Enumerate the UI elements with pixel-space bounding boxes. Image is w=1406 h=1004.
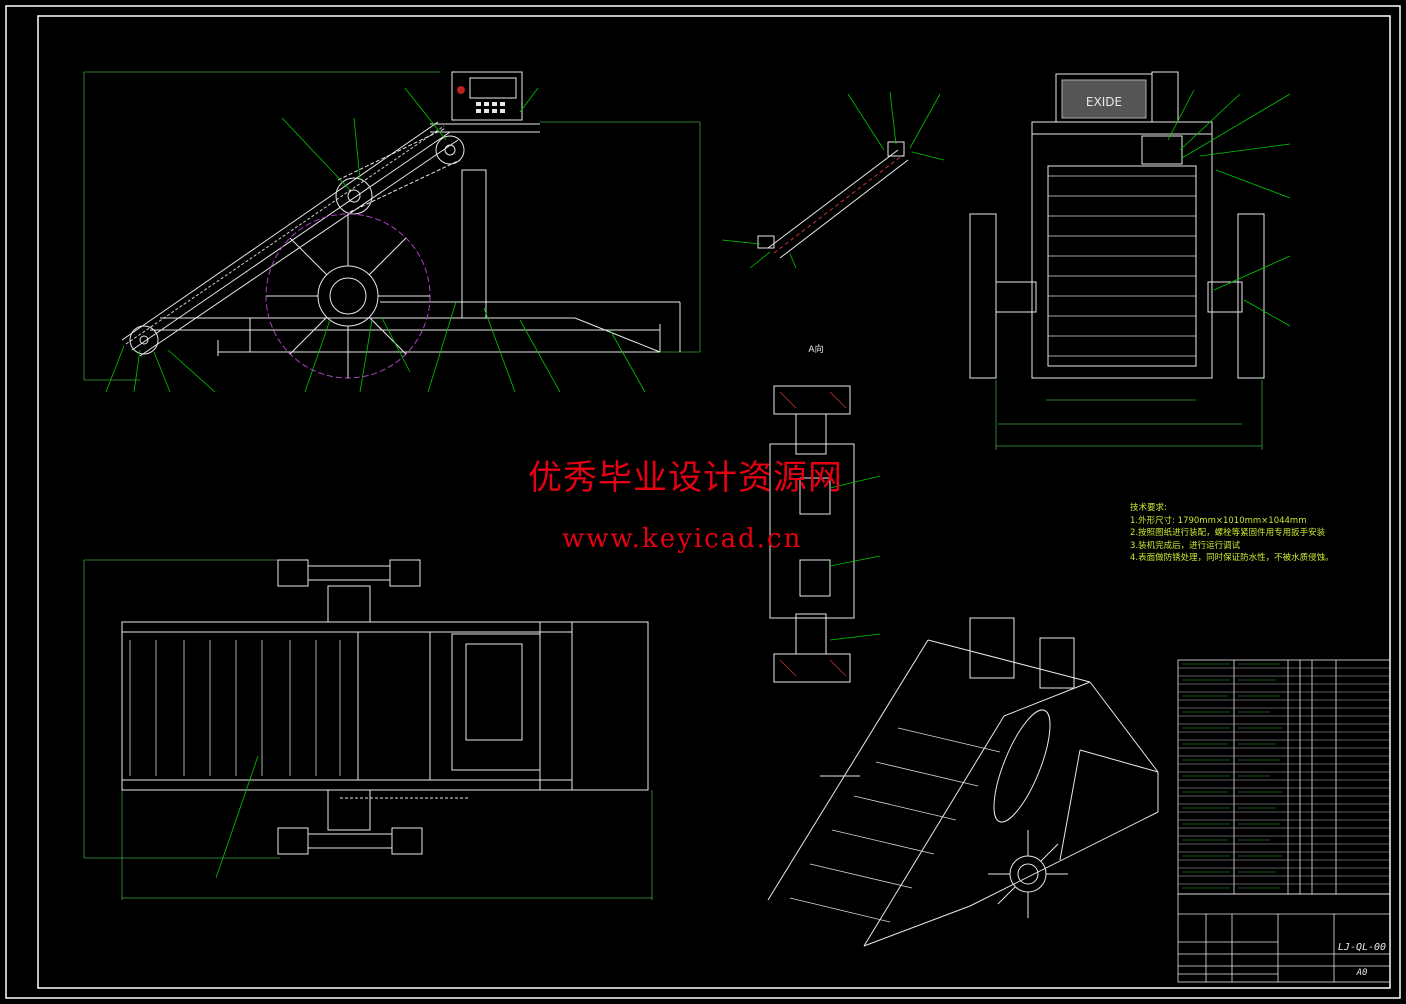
- technical-requirement-item: 2.按照图纸进行装配，螺栓等紧固件用专用扳手安装: [1130, 528, 1326, 538]
- title-block: LJ-QL-00 A0: [1177, 893, 1391, 983]
- parts-list-table: [1177, 659, 1391, 895]
- technical-requirement-item: 1.外形尺寸: 1790mm×1010mm×1044mm: [1130, 515, 1307, 526]
- conveyor-section-view: [721, 91, 945, 269]
- watermark-site-name: 优秀毕业设计资源网: [528, 458, 843, 498]
- technical-requirement-item: 4.表面做防锈处理，同时保证防水性，不被水质侵蚀。: [1130, 553, 1334, 563]
- sheet-size: A0: [1356, 968, 1368, 978]
- inner-border: [37, 15, 1391, 989]
- isometric-view: [767, 617, 1159, 947]
- technical-requirement-item: 3.装机完成后，进行运行调试: [1130, 540, 1241, 551]
- watermark-url: www.keyicad.cn: [562, 524, 803, 554]
- top-view: [83, 559, 653, 900]
- technical-requirements: 技术要求: 1.外形尺寸: 1790mm×1010mm×1044mm 2.按照图…: [1130, 502, 1334, 565]
- outer-border: [5, 5, 1401, 999]
- a-direction-view: A向: [769, 343, 881, 683]
- view-label: A向: [808, 343, 823, 355]
- side-view: EXIDE: [969, 71, 1291, 450]
- battery-label: EXIDE: [1086, 95, 1122, 109]
- front-view: [83, 71, 701, 393]
- technical-requirements-heading: 技术要求:: [1130, 503, 1167, 513]
- drawing-number: LJ-QL-00: [1338, 942, 1386, 953]
